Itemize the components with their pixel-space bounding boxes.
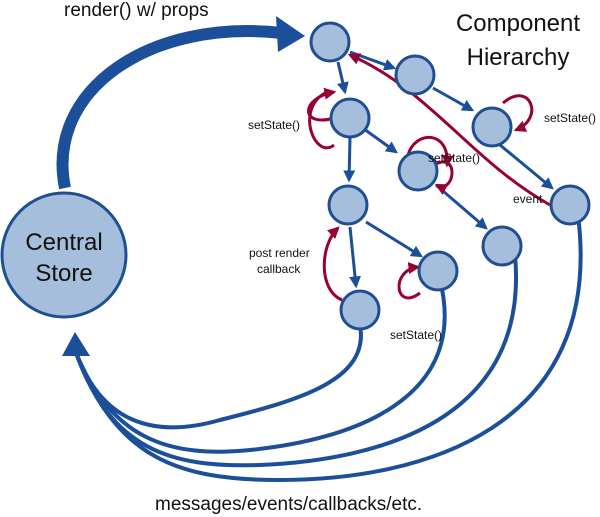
- setstate-label-left: setState(): [248, 118, 300, 132]
- central-store: Central Store: [0, 191, 128, 319]
- node-level3-mid: [481, 225, 523, 267]
- node-level1-right: [394, 54, 436, 96]
- node-level1-left: [329, 97, 371, 139]
- labels: render() w/ props Component Hierarchy se…: [64, 0, 596, 515]
- node-level2-right: [471, 106, 513, 148]
- store-label-line1: Central: [25, 229, 102, 256]
- setstate-label-right: setState(): [544, 111, 596, 125]
- render-arrow: [56, 16, 305, 190]
- post-render-label-line1: post render: [249, 246, 310, 260]
- event-label: event: [513, 192, 543, 206]
- node-level2-mid: [397, 150, 439, 192]
- hierarchy-label-line1: Component: [456, 10, 580, 37]
- store-label-line2: Store: [35, 260, 92, 287]
- node-level2-left: [327, 184, 369, 226]
- callback-arrows: [62, 214, 583, 483]
- render-label: render() w/ props: [64, 0, 209, 21]
- hierarchy-label-line2: Hierarchy: [467, 44, 570, 71]
- state-loops: [307, 53, 551, 302]
- node-level4: [339, 289, 381, 331]
- setstate-label-mid: setState(): [428, 151, 480, 165]
- setstate-label-bottom: setState(): [390, 328, 442, 342]
- hierarchy-edges: [336, 50, 554, 289]
- node-level3-right: [549, 184, 591, 226]
- post-render-label-line2: callback: [257, 262, 301, 276]
- hierarchy-nodes: [309, 21, 591, 331]
- node-level3-left: [417, 250, 459, 292]
- node-root: [309, 21, 351, 63]
- messages-label: messages/events/callbacks/etc.: [155, 494, 422, 515]
